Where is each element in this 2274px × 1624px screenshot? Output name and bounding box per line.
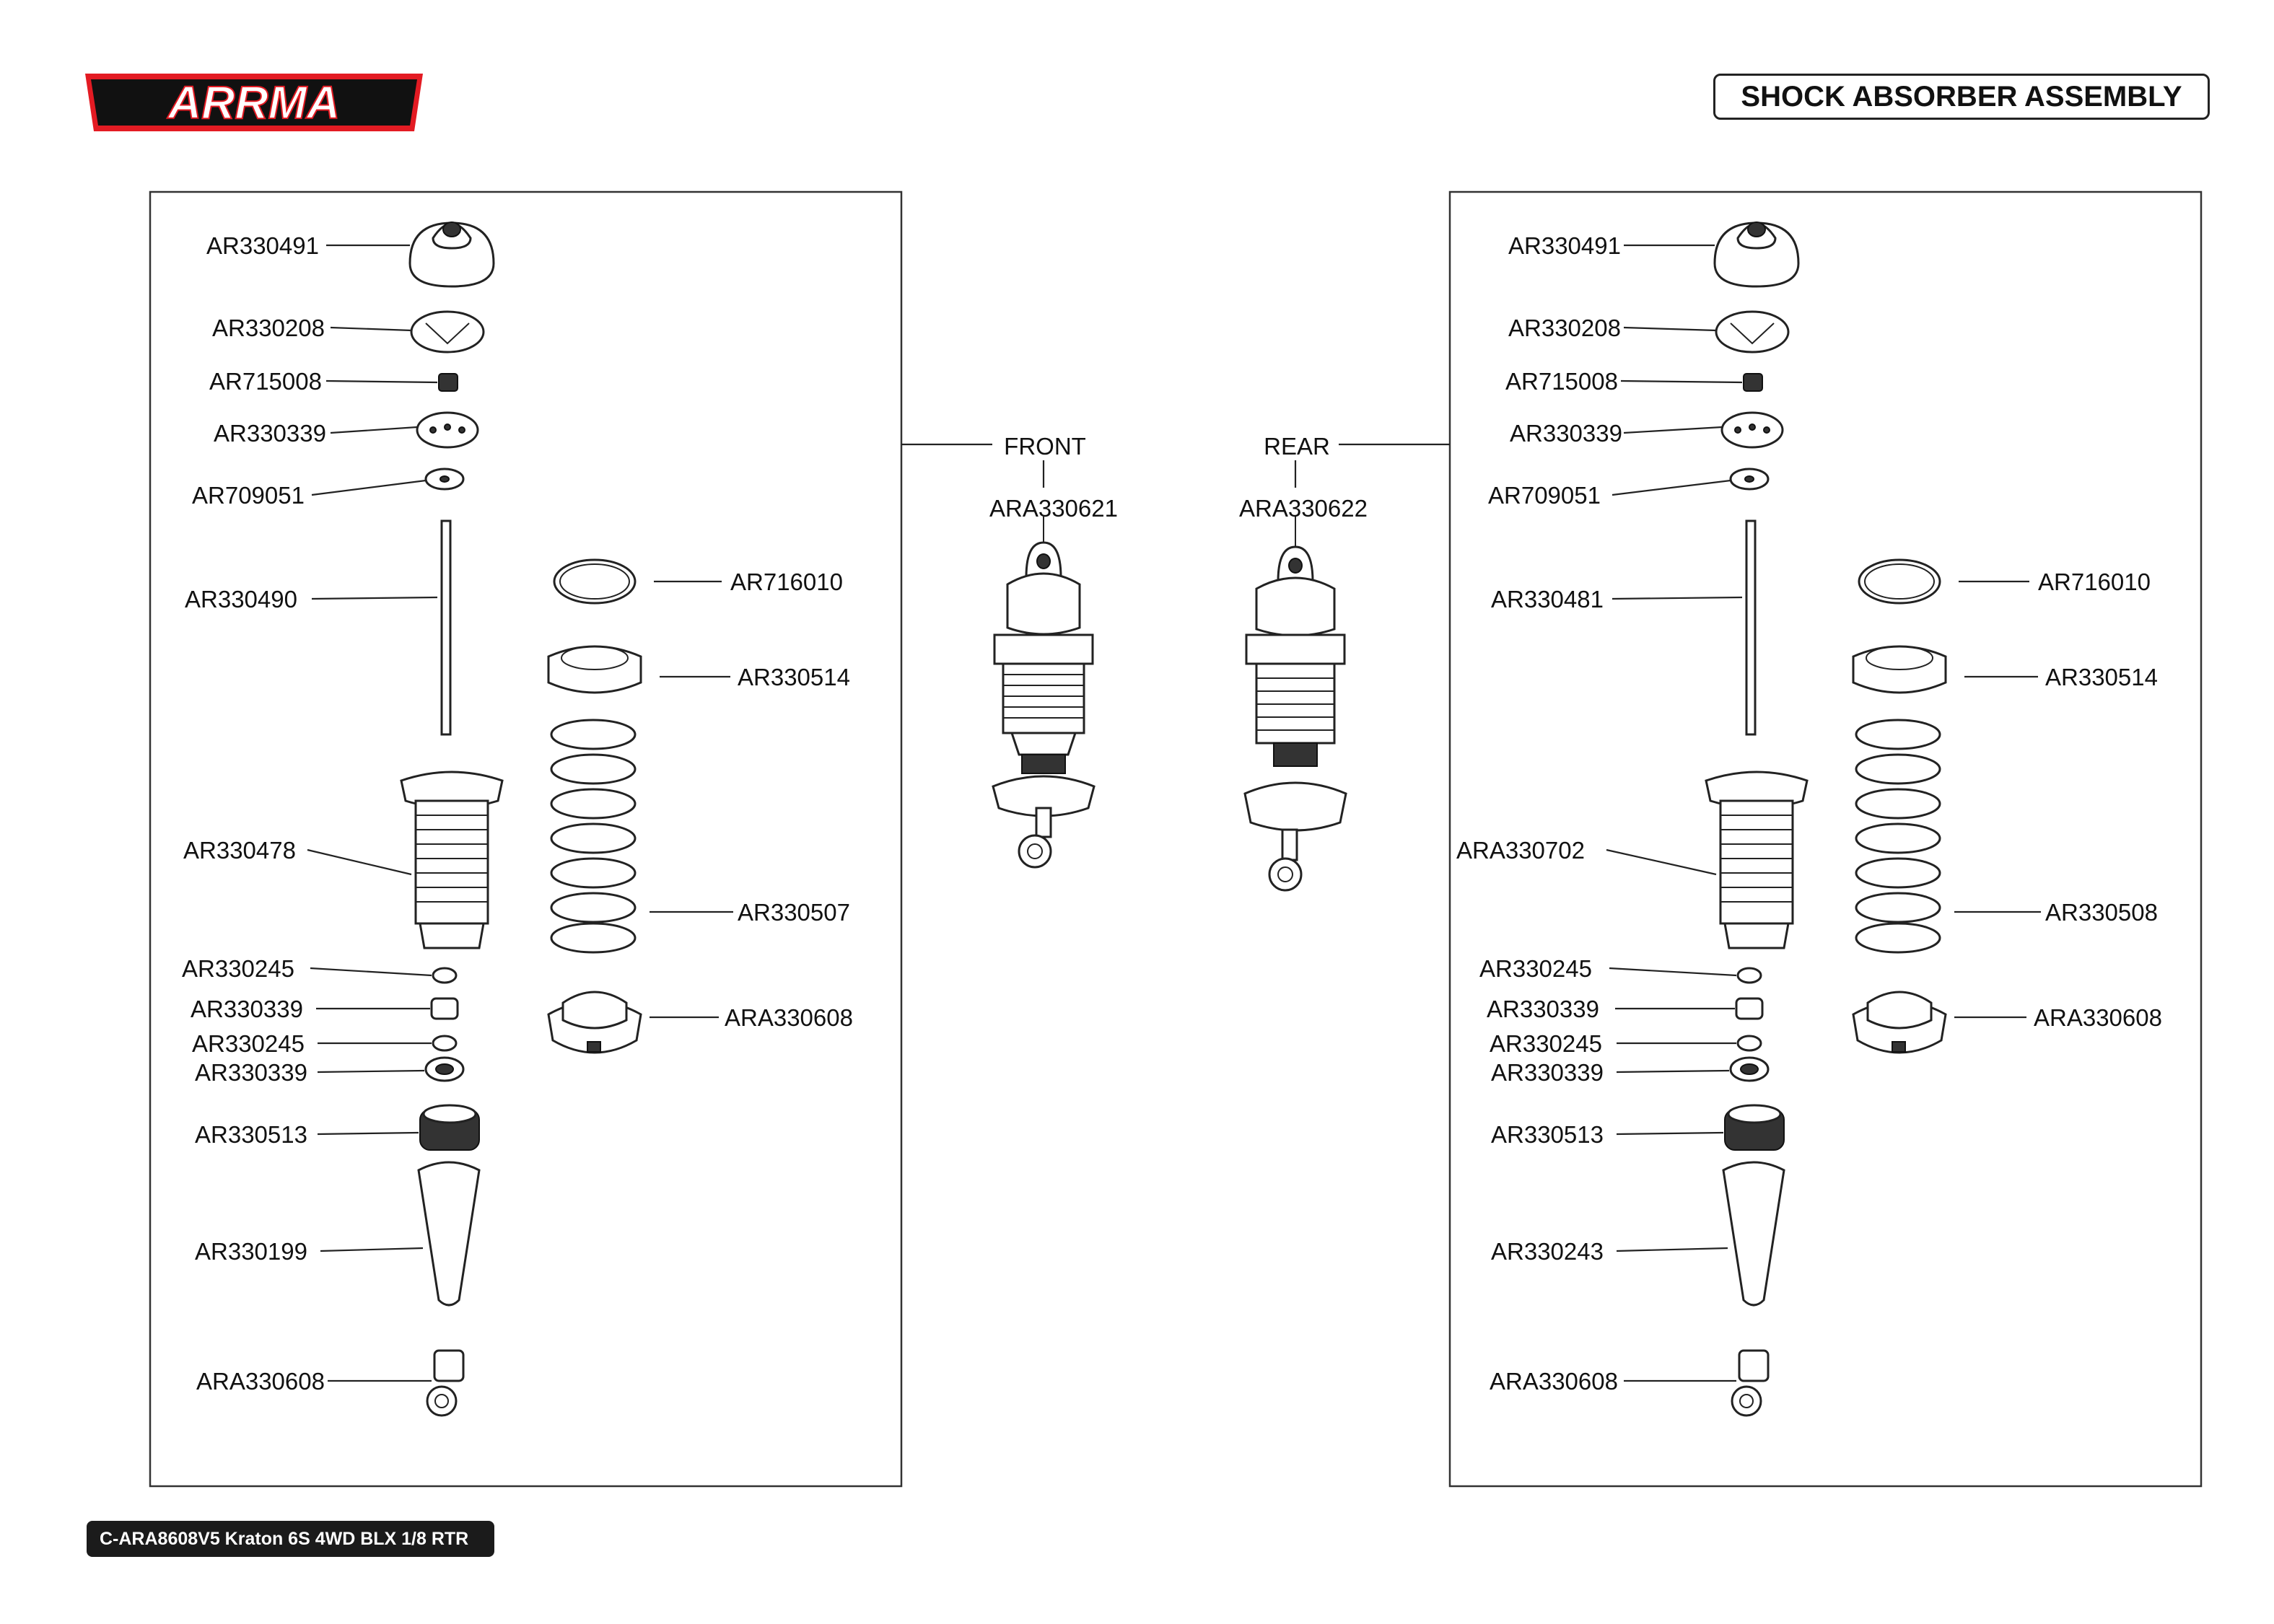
- label-rod-end: ARA330608: [196, 1368, 325, 1395]
- rear-panel-leaders: [1606, 244, 2041, 1382]
- front-panel-parts: [400, 221, 642, 1417]
- label-bottom-cap: AR330513: [195, 1121, 307, 1148]
- label-collar-rear: AR330514: [2045, 664, 2158, 690]
- label-boot: AR330199: [195, 1238, 307, 1265]
- front-label: FRONT: [1004, 433, 1086, 460]
- front-panel-frame: [149, 190, 903, 1488]
- label-rod-end-rear: ARA330608: [1490, 1368, 1618, 1395]
- label-oring: AR716010: [730, 569, 843, 595]
- label-spacer2-rear: AR330245: [1490, 1030, 1602, 1057]
- label-bladder: AR330208: [212, 315, 325, 341]
- label-bushing: AR330339: [191, 996, 303, 1022]
- label-piston: AR330339: [214, 420, 326, 447]
- label-bladder-rear: AR330208: [1508, 315, 1621, 341]
- label-spring-cup-rear: ARA330608: [2034, 1004, 2162, 1031]
- label-boot-rear: AR330243: [1491, 1238, 1604, 1265]
- label-spring: AR330507: [738, 899, 850, 926]
- label-seal: AR330339: [195, 1059, 307, 1086]
- label-washer-rear: AR709051: [1488, 482, 1601, 509]
- rear-panel-parts: [1705, 221, 1947, 1417]
- label-cap: AR330491: [206, 232, 319, 259]
- document-code: C-ARA8608V5 Kraton 6S 4WD BLX 1/8 RTR: [87, 1521, 494, 1557]
- label-bushing-rear: AR330339: [1487, 996, 1599, 1022]
- brand-text: ARRMA: [167, 76, 340, 128]
- label-body-rear: ARA330702: [1456, 837, 1585, 864]
- front-panel-leaders: [307, 244, 733, 1382]
- label-cap-rear: AR330491: [1508, 232, 1621, 259]
- label-nut: AR715008: [209, 368, 322, 395]
- label-bottom-cap-rear: AR330513: [1491, 1121, 1604, 1148]
- label-seal-rear: AR330339: [1491, 1059, 1604, 1086]
- rear-part-number: ARA330622: [1239, 495, 1368, 522]
- label-nut-rear: AR715008: [1505, 368, 1618, 395]
- arrma-logo: ARRMA: [85, 74, 423, 131]
- front-part-number: ARA330621: [989, 495, 1118, 522]
- front-shock-assembled: [992, 517, 1096, 869]
- label-collar: AR330514: [738, 664, 850, 690]
- label-shaft: AR330490: [185, 586, 297, 613]
- rear-panel-frame: [1448, 190, 2203, 1488]
- label-washer: AR709051: [192, 482, 305, 509]
- label-piston-rear: AR330339: [1510, 420, 1622, 447]
- rear-shock-assembled: [1243, 517, 1347, 892]
- page-title: SHOCK ABSORBER ASSEMBLY: [1713, 74, 2210, 120]
- label-spring-rear: AR330508: [2045, 899, 2158, 926]
- label-spacer1-rear: AR330245: [1479, 955, 1592, 982]
- label-shaft-rear: AR330481: [1491, 586, 1604, 613]
- cap-part: [408, 221, 495, 288]
- label-spacer1: AR330245: [182, 955, 294, 982]
- label-spring-cup: ARA330608: [725, 1004, 853, 1031]
- rear-label: REAR: [1264, 433, 1330, 460]
- label-body: AR330478: [183, 837, 296, 864]
- label-oring-rear: AR716010: [2038, 569, 2151, 595]
- label-spacer2: AR330245: [192, 1030, 305, 1057]
